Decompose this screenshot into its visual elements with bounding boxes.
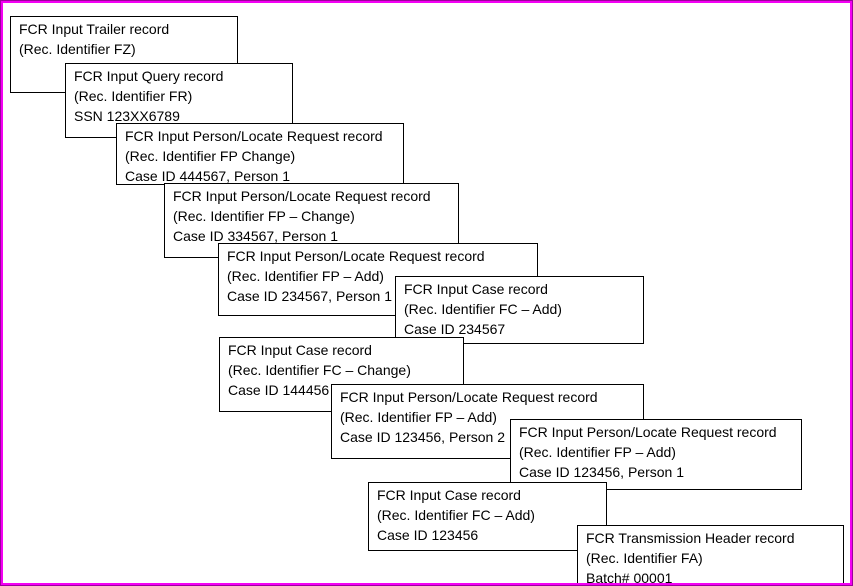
- record-box-line: Case ID 444567, Person 1: [125, 168, 290, 184]
- record-box-line: Batch# 00001: [586, 570, 673, 586]
- record-box-line: FCR Input Person/Locate Request record: [227, 248, 485, 264]
- record-box-line: (Rec. Identifier FZ): [19, 41, 136, 57]
- record-box-line: (Rec. Identifier FA): [586, 550, 703, 566]
- record-box-line: FCR Input Trailer record: [19, 21, 170, 37]
- record-box-line: FCR Input Case record: [404, 281, 548, 297]
- record-box-line: FCR Input Person/Locate Request record: [125, 128, 383, 144]
- record-box-line: Case ID 123456, Person 1: [519, 464, 684, 480]
- record-box-person-locate-123456-person1: FCR Input Person/Locate Request record (R…: [510, 419, 802, 490]
- record-box-case-234567: FCR Input Case record (Rec. Identifier FC…: [395, 276, 644, 344]
- record-box-line: (Rec. Identifier FC – Add): [404, 301, 562, 317]
- record-box-line: (Rec. Identifier FC – Add): [377, 507, 535, 523]
- record-box-line: (Rec. Identifier FP – Add): [340, 409, 497, 425]
- record-box-line: Case ID 234567, Person 1: [227, 288, 392, 304]
- record-box-line: (Rec. Identifier FP – Add): [227, 268, 384, 284]
- record-box-person-locate-444567: FCR Input Person/Locate Request record (R…: [116, 123, 404, 185]
- record-box-line: (Rec. Identifier FP Change): [125, 148, 296, 164]
- record-box-line: FCR Transmission Header record: [586, 530, 795, 546]
- record-box-line: FCR Input Query record: [74, 68, 224, 84]
- record-box-line: Case ID 144456: [228, 382, 330, 398]
- record-box-line: FCR Input Case record: [377, 487, 521, 503]
- record-box-line: Case ID 123456, Person 2: [340, 429, 505, 445]
- record-box-line: Case ID 234567: [404, 321, 506, 337]
- record-box-line: FCR Input Case record: [228, 342, 372, 358]
- record-box-case-123456: FCR Input Case record (Rec. Identifier FC…: [368, 482, 607, 551]
- record-box-line: Case ID 334567, Person 1: [173, 228, 338, 244]
- record-box-line: FCR Input Person/Locate Request record: [340, 389, 598, 405]
- record-box-line: SSN 123XX6789: [74, 108, 180, 124]
- record-box-transmission-header: FCR Transmission Header record (Rec. Iden…: [577, 525, 844, 586]
- record-box-line: (Rec. Identifier FP – Change): [173, 208, 355, 224]
- record-box-line: Case ID 123456: [377, 527, 479, 543]
- record-box-line: (Rec. Identifier FR): [74, 88, 193, 104]
- record-box-line: (Rec. Identifier FP – Add): [519, 444, 676, 460]
- record-box-input-query: FCR Input Query record (Rec. Identifier F…: [65, 63, 293, 138]
- record-box-line: (Rec. Identifier FC – Change): [228, 362, 411, 378]
- record-box-line: FCR Input Person/Locate Request record: [519, 424, 777, 440]
- record-box-line: FCR Input Person/Locate Request record: [173, 188, 431, 204]
